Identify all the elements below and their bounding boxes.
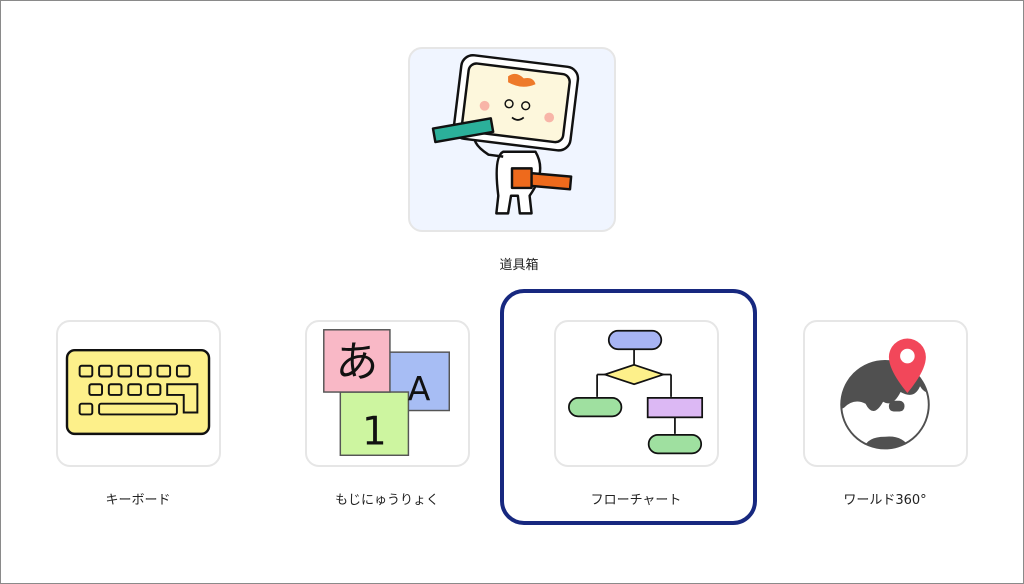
app-label-keyboard: キーボード (105, 493, 171, 508)
app-tile-moji[interactable]: あ A 1 (305, 320, 470, 467)
app-tile-world[interactable] (803, 320, 968, 467)
app-label-moji: もじにゅうりょく (334, 493, 439, 508)
app-tile-keyboard[interactable] (56, 320, 221, 467)
app-label-world: ワールド360° (843, 493, 927, 508)
app-label-flowchart: フローチャート (590, 493, 682, 508)
keyboard-icon (65, 348, 211, 436)
flowchart-icon (568, 329, 704, 455)
app-tile-flowchart[interactable] (554, 320, 719, 467)
selection-highlight (500, 289, 757, 525)
app-tile-toolbox[interactable] (408, 47, 616, 232)
glyph-a-hiragana: あ (335, 337, 378, 387)
glyph-digit-one: 1 (362, 410, 387, 455)
globe-pin-icon (840, 338, 930, 450)
app-label-toolbox: 道具箱 (499, 258, 539, 273)
character-input-icon: あ A 1 (323, 329, 451, 457)
toolbox-character-icon (431, 54, 580, 215)
glyph-latin-a: A (408, 369, 431, 408)
